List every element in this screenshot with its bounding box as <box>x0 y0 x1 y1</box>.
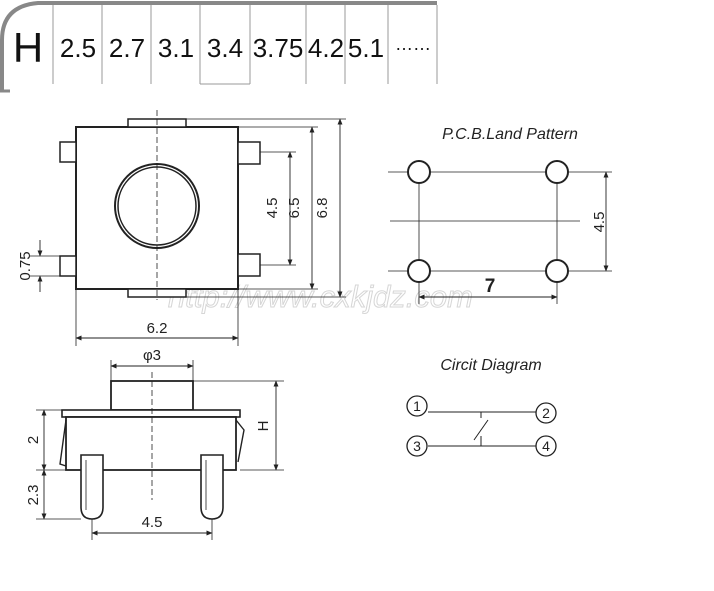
land-pad <box>545 259 569 283</box>
pin-number: 1 <box>413 398 421 414</box>
pin-number: 3 <box>413 438 421 454</box>
height-table: H 2.5 2.7 3.1 3.4 3.75 4.2 5.1 …… <box>0 1 438 93</box>
pin-pad <box>59 141 77 163</box>
circuit-diagram <box>406 395 557 457</box>
pin-node <box>406 395 428 417</box>
dim-pin-spacing: 4.5 <box>264 198 281 219</box>
side-view <box>36 360 284 540</box>
dim-overall: 6.8 <box>314 198 331 219</box>
height-value: 3.75 <box>253 33 304 63</box>
dim-actuator: φ3 <box>143 347 161 364</box>
land-pad <box>407 160 431 184</box>
leg <box>80 454 104 520</box>
dim-leg: 2.3 <box>25 485 42 506</box>
side-clip <box>235 419 245 463</box>
height-value: 3.4 <box>207 33 243 63</box>
dim-leg-spacing: 4.5 <box>142 514 163 531</box>
height-value: 4.2 <box>308 33 344 63</box>
height-value: 3.1 <box>158 33 194 63</box>
table-frame <box>0 1 437 92</box>
height-value-more: …… <box>395 34 431 54</box>
dim-body-height: 2 <box>25 436 42 444</box>
switch-contact <box>473 419 489 441</box>
height-value: 2.5 <box>60 33 96 63</box>
height-value: 5.1 <box>348 33 384 63</box>
pin-number: 2 <box>542 405 550 421</box>
switch-body <box>75 126 239 290</box>
height-value: 2.7 <box>109 33 145 63</box>
height-label: H <box>13 24 43 71</box>
circuit-title: Circit Diagram <box>440 357 541 374</box>
top-view <box>30 110 346 346</box>
pin-pad <box>237 141 261 165</box>
pcb-title: P.C.B.Land Pattern <box>442 126 578 143</box>
dim-height: H <box>255 421 272 432</box>
cover-plate <box>61 409 241 418</box>
pin-node <box>535 435 557 457</box>
land-pad <box>407 259 431 283</box>
pin-pad <box>237 253 261 277</box>
pcb-dim-vertical: 4.5 <box>591 212 608 233</box>
pin-number: 4 <box>542 438 550 454</box>
dim-body: 6.5 <box>286 198 303 219</box>
side-clip <box>59 419 67 467</box>
pcb-dim-horizontal: 7 <box>485 276 496 297</box>
pin-node <box>535 402 557 424</box>
dim-width: 6.2 <box>147 320 168 337</box>
pin-node <box>406 435 428 457</box>
dim-pin: 0.75 <box>17 251 34 280</box>
pin-pad <box>59 255 77 277</box>
pcb-land-pattern <box>388 160 612 304</box>
land-pad <box>545 160 569 184</box>
leg <box>200 454 224 520</box>
